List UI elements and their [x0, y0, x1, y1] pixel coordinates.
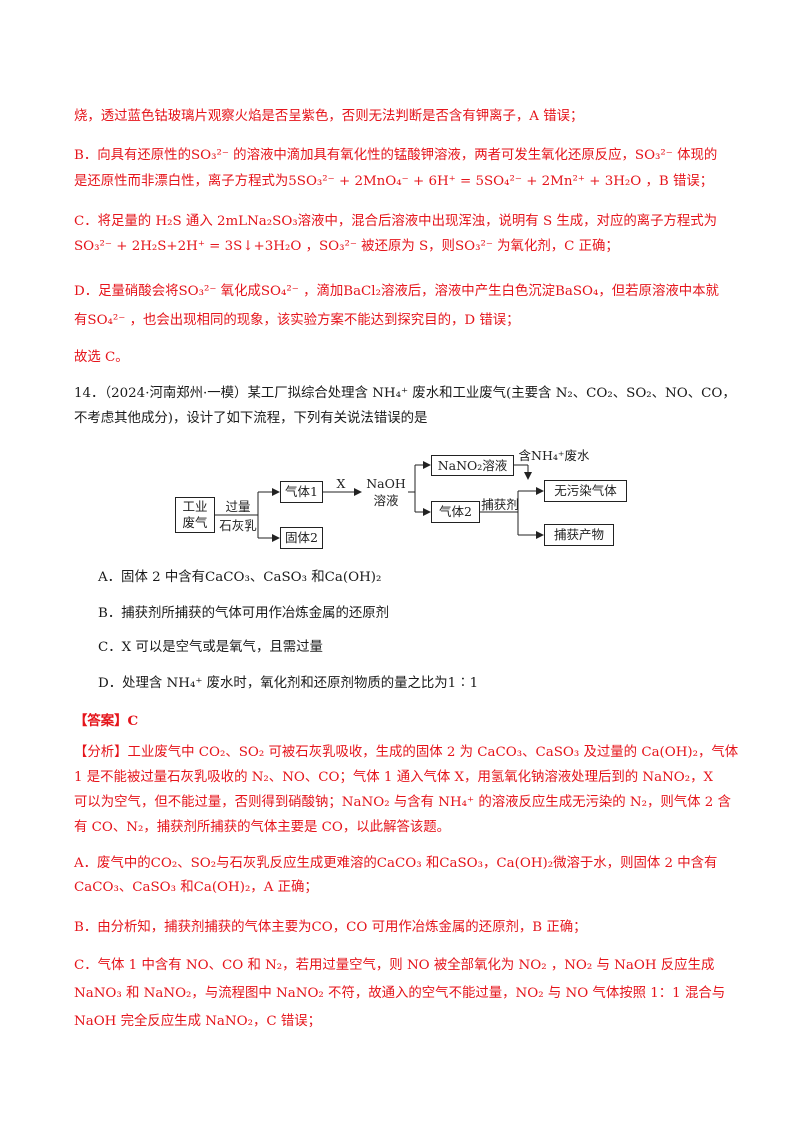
text-line: 烧，透过蓝色钴玻璃片观察火焰是否呈紫色，否则无法判断是否含有钾离子，A 错误； [74, 109, 584, 124]
explanation-line: NaNO₃ 和 NaNO₂，与流程图中 NaNO₂ 不符，故通入的空气不能过量，… [74, 986, 726, 1001]
gas1-box: 气体1 [280, 481, 323, 503]
text-line: 故选 C。 [74, 350, 129, 365]
nano2-solution-box: NaNO₂溶液 [431, 455, 514, 476]
analysis-line: 1 是不能被过量石灰乳吸收的 N₂、NO、CO；气体 1 通入气体 X，用氢氧化… [74, 770, 714, 785]
reagent-limewater-label: 石灰乳 [219, 518, 257, 533]
naoh-solution-label: 溶液 [373, 493, 399, 508]
capture-product-label: 捕获产物 [553, 527, 604, 542]
option-a: A．固体 2 中含有CaCO₃、CaSO₃ 和Ca(OH)₂ [98, 570, 382, 585]
process-flowchart: 工业废气 过量 石灰乳 气体1 固体2 X NaOH 溶液 NaNO₂溶液 含N… [170, 445, 650, 557]
analysis-line: 有 CO、N₂，捕获剂所捕获的气体主要是 CO，以此解答该题。 [74, 820, 451, 835]
reagent-excess-label: 过量 [225, 499, 251, 514]
clean-gas-box: 无污染气体 [544, 480, 627, 502]
text-line: D．足量硝酸会将SO₃²⁻ 氧化成SO₄²⁻ ，滴加BaCl₂溶液后，溶液中产生… [74, 284, 719, 299]
flowchart-connectors [215, 461, 544, 542]
explanation-line: C．气体 1 中含有 NO、CO 和 N₂，若用过量空气，则 NO 被全部氧化为… [74, 958, 715, 973]
nh4-wastewater-label: 含NH₄⁺废水 [518, 448, 590, 463]
analysis-line: 可以为空气，但不能过量，否则得到硝酸钠；NaNO₂ 与含有 NH₄⁺ 的溶液反应… [74, 795, 731, 810]
naoh-label: NaOH [366, 476, 406, 491]
solid2-box: 固体2 [280, 527, 323, 549]
text-line: C．将足量的 H₂S 通入 2mLNa₂SO₃溶液中，混合后溶液中出现浑浊，说明… [74, 214, 718, 229]
capture-agent-label: 捕获剂 [481, 497, 519, 512]
text-line: 是还原性而非漂白性，离子方程式为5SO₃²⁻ + 2MnO₄⁻ + 6H⁺ = … [74, 174, 714, 189]
option-b: B．捕获剂所捕获的气体可用作冶炼金属的还原剂 [98, 606, 390, 621]
waste-gas-box: 工业废气 [175, 497, 215, 533]
question-stem: 14．（2024·河南郑州·一模）某工厂拟综合处理含 NH₄⁺ 废水和工业废气(… [74, 386, 736, 401]
capture-product-box: 捕获产物 [544, 524, 614, 546]
text-line: 有SO₄²⁻ ，也会出现相同的现象，该实验方案不能达到探究目的，D 错误； [74, 313, 520, 328]
answer-line: 【答案】C [74, 713, 139, 729]
explanation-line: NaOH 完全反应生成 NaNO₂，C 错误； [74, 1014, 322, 1029]
explanation-line: CaCO₃、CaSO₃ 和Ca(OH)₂，A 正确； [74, 880, 318, 895]
question-stem: 不考虑其他成分)，设计了如下流程，下列有关说法错误的是 [74, 411, 428, 426]
text-line: SO₃²⁻ + 2H₂S+2H⁺ = 3S↓+3H₂O ，SO₃²⁻ 被还原为 … [74, 239, 619, 254]
analysis-line: 【分析】工业废气中 CO₂、SO₂ 可被石灰乳吸收，生成的固体 2 为 CaCO… [74, 745, 739, 760]
nano2-label: NaNO₂溶液 [437, 457, 508, 473]
explanation-line: B．由分析知，捕获剂捕获的气体主要为CO，CO 可用作冶炼金属的还原剂，B 正确… [74, 920, 587, 935]
waste-gas-label: 工业废气 [182, 499, 208, 530]
clean-gas-label: 无污染气体 [554, 483, 617, 498]
gas2-box: 气体2 [431, 501, 480, 523]
text-line: B．向具有还原性的SO₃²⁻ 的溶液中滴加具有氧化性的锰酸钾溶液，两者可发生氧化… [74, 148, 718, 163]
explanation-line: A．废气中的CO₂、SO₂与石灰乳反应生成更难溶的CaCO₃ 和CaSO₃，Ca… [74, 856, 718, 871]
option-c: C．X 可以是空气或是氧气，且需过量 [98, 640, 323, 655]
option-d: D．处理含 NH₄⁺ 废水时，氧化剂和还原剂物质的量之比为1∶1 [98, 676, 479, 691]
x-reagent-label: X [336, 476, 346, 491]
gas2-label: 气体2 [439, 504, 472, 519]
gas1-label: 气体1 [285, 484, 318, 499]
solid2-label: 固体2 [285, 530, 318, 545]
